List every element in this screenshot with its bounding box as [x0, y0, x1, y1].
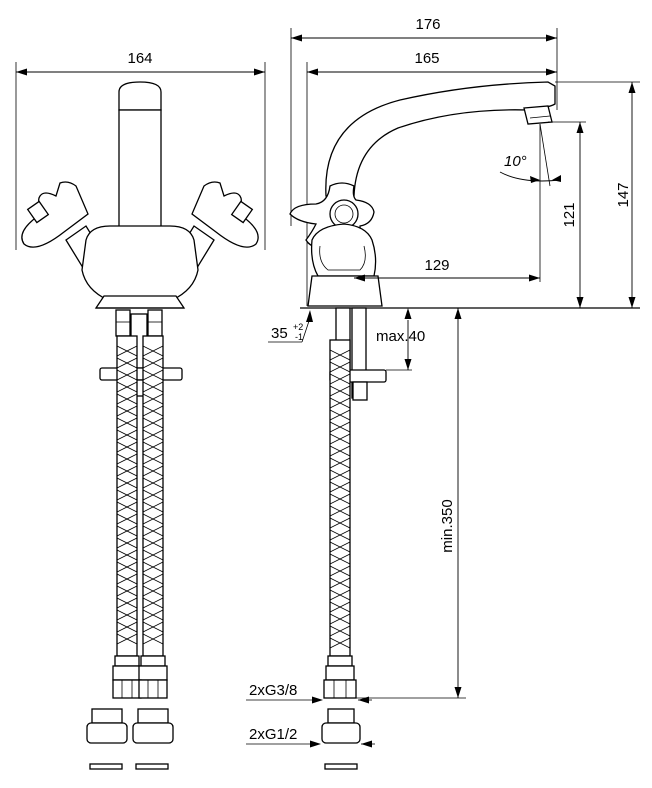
dim-thread-tap: 2xG3/8 [246, 682, 372, 704]
dim-overall-reach-label: 176 [415, 16, 440, 33]
side-nut [323, 679, 357, 699]
dim-handle-reach: 129 [354, 257, 540, 282]
dim-spout-reach-label: 165 [414, 50, 439, 67]
front-mount-plate [99, 367, 183, 381]
dim-spout-angle-label: 10° [504, 153, 527, 170]
dim-handle-reach-label: 129 [424, 257, 449, 274]
side-spout [325, 81, 556, 197]
front-right-handle [191, 181, 259, 248]
front-adapters [86, 708, 174, 770]
dim-front-width: 164 [15, 50, 266, 250]
dim-max-deck-label: max.40 [376, 328, 425, 345]
dim-overall-reach: 176 [290, 16, 558, 226]
side-hose [329, 339, 351, 657]
dim-spout-height: 121 [548, 121, 586, 308]
side-aerator [523, 105, 553, 125]
front-nut-right [138, 679, 168, 699]
dim-max-deck: max.40 [376, 308, 425, 371]
front-spout-body [118, 109, 162, 236]
front-hoses [116, 335, 164, 657]
dim-hole-diameter: 35 +2 -1 [268, 310, 313, 343]
dim-hole-tol-plus: +2 [293, 322, 303, 332]
dim-thread-supply: 2xG1/2 [246, 726, 375, 748]
dim-spout-angle: 10° [499, 123, 561, 282]
dim-spout-reach: 165 [306, 50, 557, 306]
front-view: 164 [15, 50, 266, 770]
dim-min-hose-label: min.350 [439, 499, 456, 552]
dim-hole-tol-minus: -1 [295, 332, 303, 342]
dim-hole-diameter-label: 35 [271, 325, 288, 342]
front-body [81, 225, 199, 301]
dim-thread-tap-label: 2xG3/8 [249, 682, 297, 699]
dim-front-width-label: 164 [127, 50, 152, 67]
front-base [94, 295, 186, 309]
side-body [310, 223, 377, 277]
dim-spout-height-label: 121 [561, 202, 578, 227]
front-spout-head [118, 81, 162, 111]
dim-overall-height-label: 147 [615, 182, 632, 207]
side-base [307, 275, 383, 307]
side-view: 176 165 [246, 16, 640, 770]
dim-thread-supply-label: 2xG1/2 [249, 726, 297, 743]
dim-overall-height: 147 [555, 81, 640, 308]
front-left-handle [21, 181, 89, 248]
dim-min-hose: min.350 [356, 308, 466, 699]
front-nut-left [112, 679, 142, 699]
